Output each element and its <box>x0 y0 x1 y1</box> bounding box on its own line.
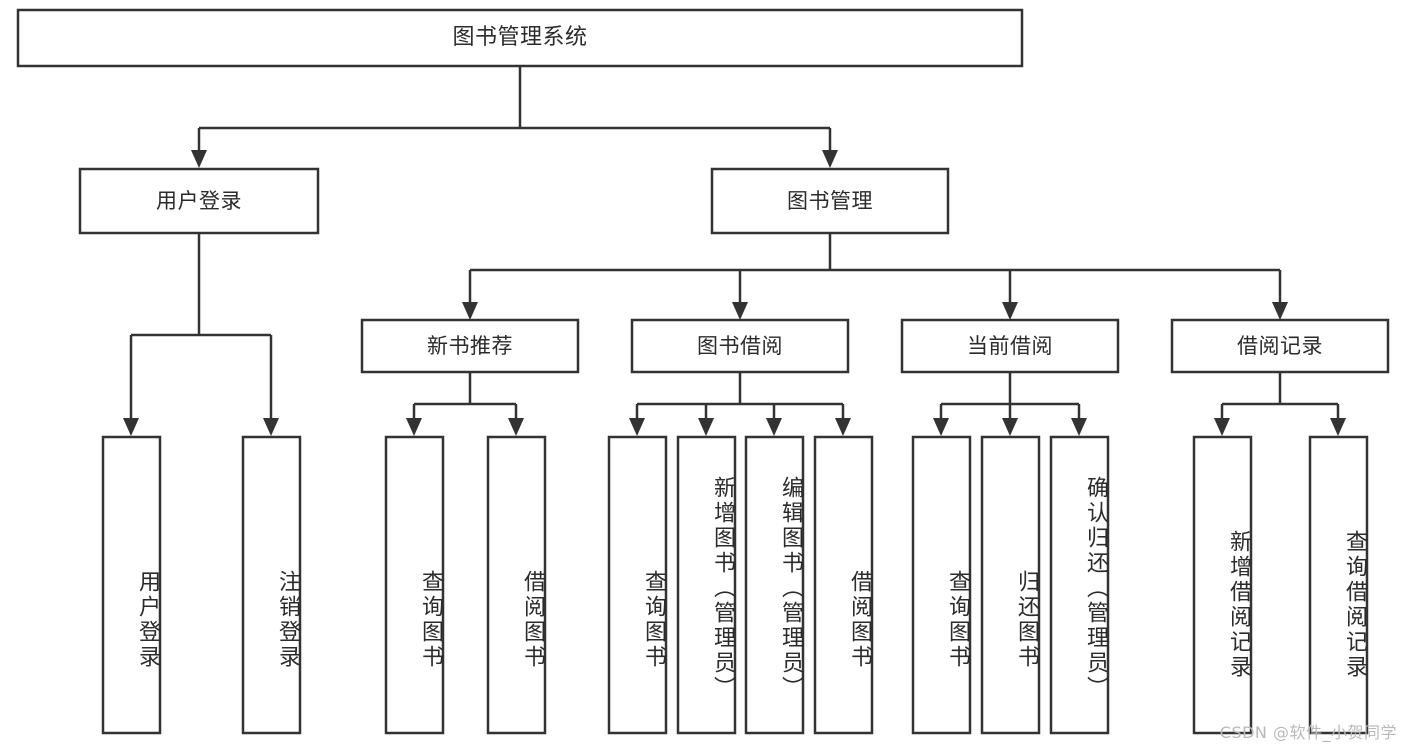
arrow-to-leaf-user-login-icon <box>123 418 139 436</box>
node-leaf-confirm-return-box[interactable] <box>1049 435 1110 735</box>
node-leaf-user-login-box[interactable] <box>101 435 162 735</box>
node-leaf-add-book-box[interactable] <box>676 435 737 735</box>
node-leaf-query-book-3-box[interactable] <box>911 435 972 735</box>
node-book-manage-box[interactable] <box>710 167 950 235</box>
arrow-to-leaf-add-book-icon <box>698 418 714 436</box>
csdn-watermark: CSDN @软件_小贺同学 <box>1219 723 1397 742</box>
node-leaf-query-book-1-box[interactable] <box>384 435 445 735</box>
node-leaf-borrow-book-1-box[interactable] <box>486 435 547 735</box>
node-leaf-logout-box[interactable] <box>241 435 302 735</box>
arrow-to-new-book-rec-icon <box>462 302 478 320</box>
arrow-to-leaf-query-book-2-icon <box>629 418 645 436</box>
arrow-to-leaf-edit-book-icon <box>766 418 782 436</box>
arrow-to-leaf-borrow-book-2-icon <box>835 418 851 436</box>
arrow-to-leaf-confirm-return-icon <box>1071 418 1087 436</box>
node-new-book-rec-box[interactable] <box>360 318 580 374</box>
node-book-borrow-box[interactable] <box>630 318 850 374</box>
node-user-login-box[interactable] <box>78 167 320 235</box>
arrow-to-leaf-query-record-icon <box>1330 418 1346 436</box>
node-current-borrow-box[interactable] <box>900 318 1120 374</box>
node-leaf-edit-book-box[interactable] <box>744 435 805 735</box>
arrow-to-borrow-record-icon <box>1272 302 1288 320</box>
node-leaf-add-record-box[interactable] <box>1192 435 1253 735</box>
node-leaf-query-record-box[interactable] <box>1308 435 1369 735</box>
arrow-to-leaf-query-book-1-icon <box>406 418 422 436</box>
node-leaf-borrow-book-2-box[interactable] <box>813 435 874 735</box>
arrow-to-current-borrow-icon <box>1002 302 1018 320</box>
node-leaf-return-book-box[interactable] <box>980 435 1041 735</box>
arrow-to-leaf-add-record-icon <box>1214 418 1230 436</box>
node-borrow-record-box[interactable] <box>1170 318 1390 374</box>
arrow-to-leaf-borrow-book-1-icon <box>508 418 524 436</box>
arrow-to-leaf-query-book-3-icon <box>933 418 949 436</box>
arrow-to-leaf-return-book-icon <box>1002 418 1018 436</box>
node-root-box[interactable] <box>16 8 1024 68</box>
arrow-to-book-borrow-icon <box>732 302 748 320</box>
arrow-to-user-login-icon <box>191 150 207 168</box>
arrow-to-book-manage-icon <box>822 150 838 168</box>
arrow-to-leaf-logout-icon <box>263 418 279 436</box>
node-leaf-query-book-2-box[interactable] <box>607 435 668 735</box>
